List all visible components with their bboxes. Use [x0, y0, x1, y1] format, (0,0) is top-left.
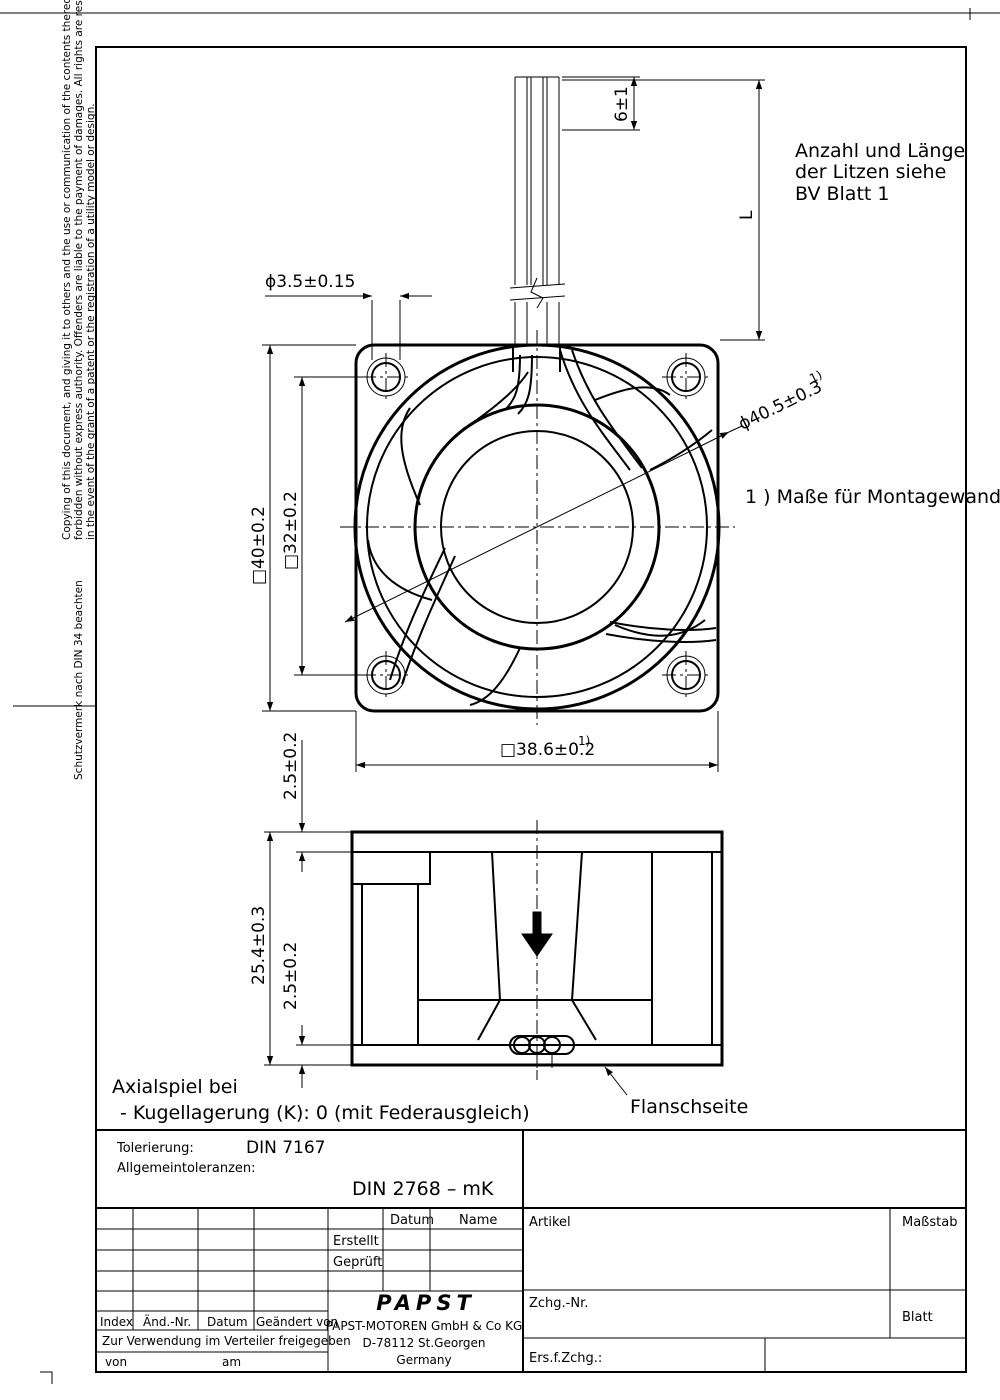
svg-text:□32±0.2: □32±0.2 [281, 491, 301, 570]
svg-text:2.5±0.2: 2.5±0.2 [281, 942, 301, 1010]
side-dimensions: 25.4±0.3 2.5±0.2 2.5±0.2 [249, 732, 628, 1096]
drawing-border [95, 46, 967, 1373]
rev-index: Index [100, 1315, 133, 1329]
company-country: Germany [396, 1353, 451, 1367]
row-created: Erstellt [333, 1234, 379, 1249]
rev-change-no: Änd.-Nr. [143, 1314, 191, 1329]
rev-changed-by: Geändert von [256, 1315, 338, 1329]
row-checked: Geprüft [333, 1255, 382, 1270]
drawing-number-label: Zchg.-Nr. [529, 1296, 588, 1311]
svg-text:in the event of the grant of a: in the event of the grant of a patent or… [85, 103, 97, 540]
fan-blades [367, 371, 713, 706]
company-name: PAPST-MOTOREN GmbH & Co KG [326, 1319, 523, 1333]
svg-text:1): 1) [578, 734, 590, 748]
svg-text:Copying of this document, and: Copying of this document, and giving it … [61, 0, 73, 540]
fan-side-view [350, 820, 724, 1080]
svg-text:L: L [737, 210, 757, 220]
strand-note-line-2: der Litzen siehe [795, 161, 946, 183]
col-datum: Datum [390, 1213, 434, 1228]
release-from: von [105, 1355, 127, 1369]
article-label: Artikel [529, 1215, 571, 1230]
company-address: D-78112 St.Georgen [362, 1336, 485, 1350]
svg-text:ϕ3.5±0.15: ϕ3.5±0.15 [265, 272, 355, 292]
svg-text:ϕ40.5±0.3: ϕ40.5±0.3 [735, 377, 825, 435]
svg-text:□38.6±0.2: □38.6±0.2 [500, 740, 595, 760]
fan-front-view [340, 330, 735, 725]
wire-leads [509, 76, 566, 345]
tolerance-label: Tolerierung: [116, 1141, 194, 1156]
svg-text:6±1: 6±1 [612, 86, 632, 122]
general-tolerance-label: Allgemeintoleranzen: [117, 1161, 256, 1176]
copyright-notice: Copying of this document, and giving it … [61, 0, 97, 540]
scale-label: Maßstab [902, 1215, 957, 1230]
protection-notice: Schutzvermerk nach DIN 34 beachten [73, 580, 85, 780]
axial-play-title: Axialspiel bei [112, 1076, 238, 1098]
flange-side-label: Flanschseite [630, 1096, 748, 1118]
release-note: Zur Verwendung im Verteiler freigegeben [102, 1334, 351, 1348]
mounting-wall-note: 1 ) Maße für Montagewand [745, 486, 1000, 508]
replaces-label: Ers.f.Zchg.: [529, 1351, 602, 1366]
axial-play-detail: - Kugellagerung (K): 0 (mit Federausglei… [120, 1102, 530, 1124]
col-name: Name [459, 1213, 497, 1228]
papst-logo: PAPST [376, 1291, 476, 1315]
release-at: am [222, 1355, 241, 1369]
rev-date: Datum [207, 1315, 248, 1329]
title-block [96, 1129, 966, 1372]
general-tolerance-value: DIN 2768 – mK [352, 1178, 494, 1200]
svg-text:forbidden without express auth: forbidden without express authority. Off… [73, 0, 85, 540]
svg-text:□40±0.2: □40±0.2 [249, 506, 269, 585]
sheet-label: Blatt [902, 1310, 933, 1325]
svg-text:25.4±0.3: 25.4±0.3 [249, 906, 269, 985]
strand-note-line-3: BV Blatt 1 [795, 183, 889, 205]
svg-text:1): 1) [807, 368, 824, 386]
strand-note-line-1: Anzahl und Länge [795, 140, 965, 162]
tolerance-value: DIN 7167 [246, 1138, 326, 1158]
svg-text:2.5±0.2: 2.5±0.2 [281, 732, 301, 800]
